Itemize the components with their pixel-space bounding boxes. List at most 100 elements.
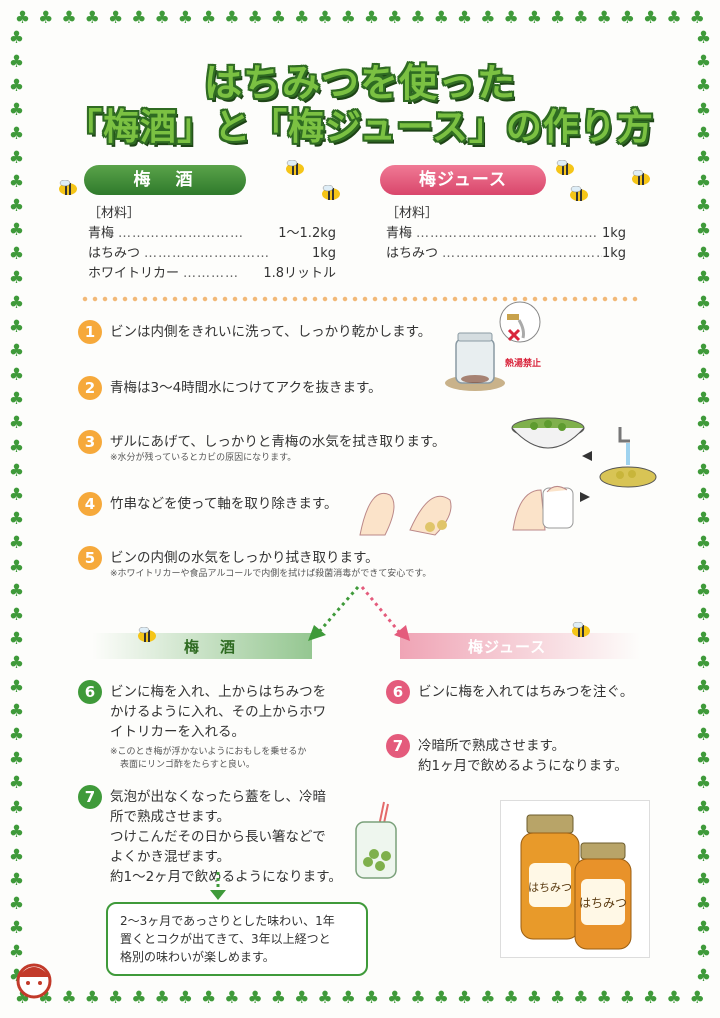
clover-icon: ♣ (8, 821, 25, 842)
materials-heading: ［材料］ (88, 206, 141, 221)
clover-icon: ♣ (8, 917, 25, 938)
clover-icon: ♣ (526, 8, 542, 28)
clover-icon: ♣ (154, 8, 170, 28)
clover-icon: ♣ (8, 508, 25, 529)
clover-icon: ♣ (695, 629, 712, 650)
clover-icon: ♣ (695, 965, 712, 986)
clover-icon: ♣ (387, 988, 403, 1008)
clover-icon: ♣ (695, 941, 712, 962)
clover-icon: ♣ (695, 52, 712, 73)
jar-label-text: はちみつ (528, 881, 572, 894)
clover-border-top: ♣♣♣♣♣♣♣♣♣♣♣♣♣♣♣♣♣♣♣♣♣♣♣♣♣♣♣♣♣♣ (14, 10, 706, 27)
umejuice-materials: ［材料］ 青梅…………………………………1kg はちみつ………………………………… (386, 204, 626, 264)
clover-icon: ♣ (8, 845, 25, 866)
clover-icon: ♣ (8, 316, 25, 337)
clover-icon: ♣ (689, 8, 705, 28)
materials-heading: ［材料］ (386, 206, 439, 221)
clover-icon: ♣ (61, 988, 77, 1008)
clover-icon: ♣ (549, 8, 566, 28)
page-title-line1: はちみつを使った (203, 61, 516, 105)
clover-icon: ♣ (695, 460, 712, 481)
step-number-badge: 3 (78, 430, 102, 454)
clover-icon: ♣ (596, 8, 612, 28)
hot-water-warning-label: 熱湯禁止 (505, 359, 542, 369)
jar-on-towel-illustration (445, 332, 505, 391)
clover-icon: ♣ (8, 364, 25, 385)
clover-icon: ♣ (294, 8, 310, 28)
clover-icon: ♣ (8, 653, 25, 674)
clover-icon: ♣ (695, 388, 712, 409)
clover-icon: ♣ (8, 124, 25, 145)
clover-icon: ♣ (549, 988, 566, 1008)
clover-icon: ♣ (8, 484, 25, 505)
clover-icon: ♣ (695, 292, 712, 313)
clover-icon: ♣ (8, 581, 25, 602)
umejuice-step-6: 6 ビンに梅を入れてはちみつを注ぐ。 (386, 680, 666, 704)
material-row: 青梅…………………………………1kg (386, 226, 626, 241)
clover-icon: ♣ (619, 8, 636, 28)
step-number-badge: 6 (386, 680, 410, 704)
clover-icon: ♣ (8, 557, 25, 578)
step-text-line: ビンに梅を入れてはちみつを注ぐ。 (418, 684, 634, 700)
common-step-3: 3 ザルにあげて、しっかりと青梅の水気を拭き取ります。 ※水分が残っているとカビ… (78, 430, 458, 465)
clover-icon: ♣ (695, 484, 712, 505)
clover-icon: ♣ (8, 677, 25, 698)
clover-icon: ♣ (201, 988, 217, 1008)
arrow-pointer-icon (582, 451, 592, 461)
clover-icon: ♣ (247, 988, 263, 1008)
step-note: 表面にリンゴ酢をたらすと良い。 (120, 760, 255, 770)
clover-icon: ♣ (695, 268, 712, 289)
clover-icon: ♣ (8, 268, 25, 289)
clover-icon: ♣ (317, 988, 333, 1008)
honey-jar-large: はちみつ (520, 814, 580, 940)
clover-icon: ♣ (573, 8, 589, 28)
clover-icon: ♣ (695, 124, 712, 145)
umejuice-step-7: 7 冷暗所で熟成させます。 約1ヶ月で飲めるようになります。 (386, 734, 666, 776)
umeshu-step-7: 7 気泡が出なくなったら蓋をし、冷暗 所で熟成させます。 つけこんだその日から長… (78, 785, 378, 887)
clover-icon: ♣ (666, 8, 682, 28)
clover-icon: ♣ (695, 196, 712, 217)
clover-icon: ♣ (695, 749, 712, 770)
clover-icon: ♣ (8, 460, 25, 481)
clover-icon: ♣ (480, 988, 496, 1008)
bowl-of-ume-illustration (511, 417, 585, 449)
clover-icon: ♣ (8, 76, 25, 97)
step-number-badge: 5 (78, 546, 102, 570)
common-step-4: 4 竹串などを使って軸を取り除きます。 (78, 492, 378, 516)
step-text-line: つけこんだその日から長い箸などで (110, 829, 326, 845)
umejuice-heading: 梅ジュース (380, 165, 546, 195)
clover-icon: ♣ (695, 340, 712, 361)
clover-icon: ♣ (8, 701, 25, 722)
clover-icon: ♣ (154, 988, 170, 1008)
clover-icon: ♣ (201, 8, 217, 28)
clover-icon: ♣ (61, 8, 77, 28)
umeshu-heading: 梅 酒 (84, 165, 246, 195)
step-text: ビンは内側をきれいに洗って、しっかり乾かします。 (110, 324, 432, 340)
clover-icon: ♣ (695, 653, 712, 674)
clover-icon: ♣ (8, 869, 25, 890)
step-text-line: イトリカーを入れる。 (110, 724, 245, 740)
hands-removing-stems-illustration (359, 493, 452, 536)
clover-icon: ♣ (8, 196, 25, 217)
step-number-badge: 7 (78, 785, 102, 809)
clover-icon: ♣ (619, 988, 636, 1008)
clover-icon: ♣ (695, 845, 712, 866)
arrow-pointer-icon (580, 492, 590, 502)
clover-border-right: ♣♣♣♣♣♣♣♣♣♣♣♣♣♣♣♣♣♣♣♣♣♣♣♣♣♣♣♣♣♣♣♣♣♣♣♣♣♣♣♣ (695, 30, 712, 985)
clover-icon: ♣ (695, 917, 712, 938)
clover-icon: ♣ (270, 8, 287, 28)
material-row: ホワイトリカー…………1.8リットル (88, 266, 336, 281)
step-number-badge: 2 (78, 376, 102, 400)
clover-icon: ♣ (387, 8, 403, 28)
clover-icon: ♣ (8, 340, 25, 361)
clover-icon: ♣ (8, 100, 25, 121)
clover-icon: ♣ (695, 172, 712, 193)
clover-icon: ♣ (247, 8, 263, 28)
step-text-line: 約1ヶ月で飲めるようになります。 (418, 758, 628, 774)
clover-icon: ♣ (695, 508, 712, 529)
clover-icon: ♣ (643, 988, 659, 1008)
step-text-line: ビンに梅を入れ、上からはちみつを (110, 684, 327, 700)
down-arrow-icon (210, 872, 226, 900)
clover-icon: ♣ (695, 28, 712, 48)
faucet-strainer-illustration (599, 427, 657, 488)
